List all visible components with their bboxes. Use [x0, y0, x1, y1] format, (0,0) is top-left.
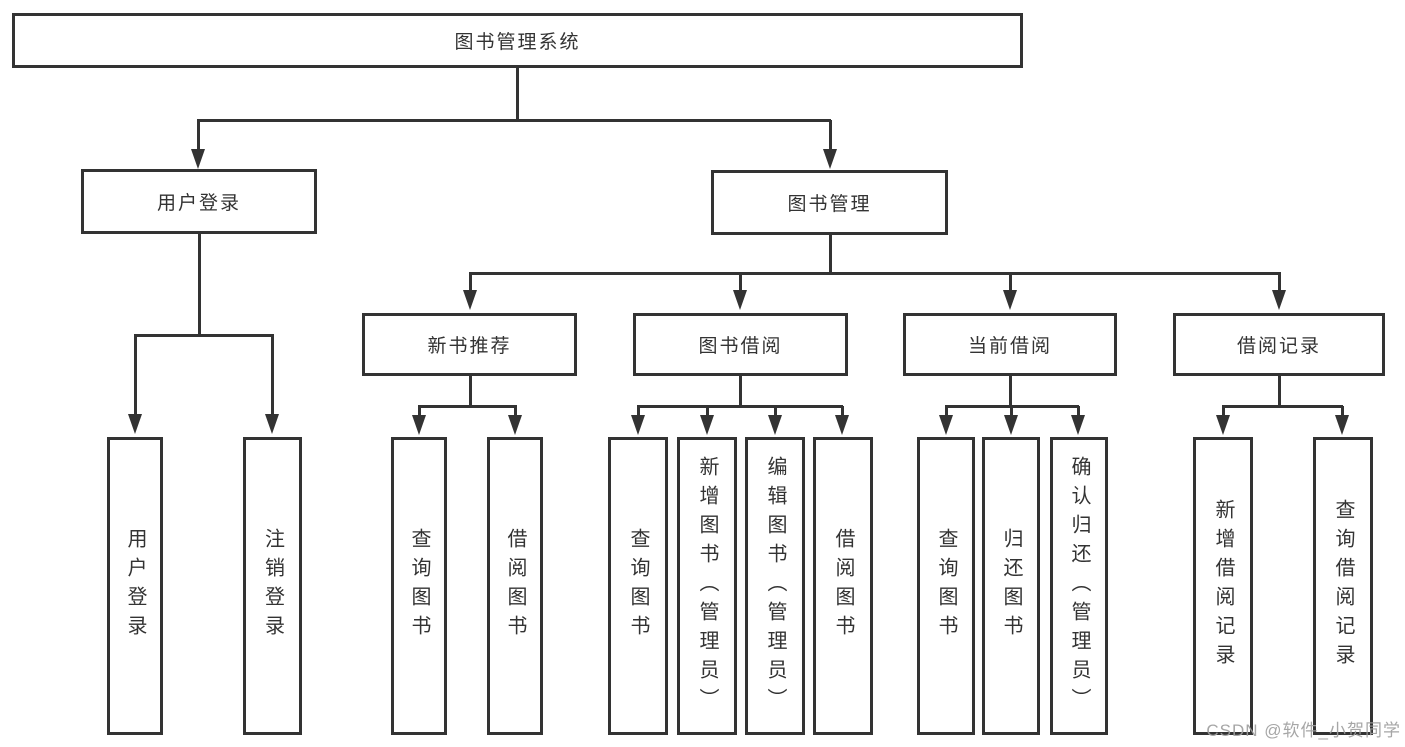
connector-record-bar: [1222, 405, 1343, 408]
arrow-down-icon: [1272, 290, 1286, 310]
csdn-watermark: CSDN @软件_小贺同学: [1206, 721, 1401, 740]
node-current-query-book: 查询图书: [917, 437, 975, 735]
connector-arrow-stem: [841, 406, 844, 416]
connector-record-stem: [1278, 376, 1281, 408]
connector-arrow-stem: [945, 406, 948, 416]
node-return-book-label: 归还图书: [1000, 528, 1022, 644]
node-current-query-book-label: 查询图书: [935, 528, 957, 644]
node-new-book-recommend-label: 新书推荐: [427, 336, 512, 357]
node-user-login-leaf-label: 用户登录: [124, 528, 146, 644]
node-current-borrow: 当前借阅: [903, 313, 1117, 376]
connector-recommend-stem: [469, 376, 472, 408]
node-recommend-borrow-book: 借阅图书: [487, 437, 543, 735]
arrow-down-icon: [835, 415, 849, 435]
connector-arrow-stem: [1341, 406, 1344, 416]
connector-root-stem: [516, 68, 519, 121]
node-query-borrow-record: 查询借阅记录: [1313, 437, 1373, 735]
connector-user-login-stem: [198, 234, 201, 336]
node-add-book-admin: 新增图书（管理员）: [677, 437, 737, 735]
arrow-down-icon: [733, 290, 747, 310]
node-borrow-query-book: 查询图书: [608, 437, 668, 735]
node-query-borrow-record-label: 查询借阅记录: [1332, 499, 1354, 673]
node-book-borrow-label: 图书借阅: [698, 336, 783, 357]
arrow-down-icon: [1216, 415, 1230, 435]
node-add-borrow-record-label: 新增借阅记录: [1212, 499, 1234, 673]
arrow-down-icon: [939, 415, 953, 435]
connector-arrow-stem: [1009, 272, 1012, 290]
arrow-down-icon: [700, 415, 714, 435]
node-borrow-book-leaf: 借阅图书: [813, 437, 873, 735]
arrow-down-icon: [1003, 290, 1017, 310]
connector-borrow-bar: [637, 405, 843, 408]
arrow-down-icon: [823, 149, 837, 169]
connector-arrow-stem: [1077, 406, 1080, 416]
connector-arrow-stem: [514, 406, 517, 416]
node-edit-book-admin: 编辑图书（管理员）: [745, 437, 805, 735]
node-user-login-label: 用户登录: [156, 193, 241, 214]
node-root-label: 图书管理系统: [454, 32, 581, 53]
connector-arrow-stem: [1278, 272, 1281, 290]
node-edit-book-admin-label: 编辑图书（管理员）: [764, 455, 786, 717]
connector-arrow-stem: [469, 272, 472, 290]
node-borrow-record: 借阅记录: [1173, 313, 1385, 376]
node-borrow-query-book-label: 查询图书: [627, 528, 649, 644]
arrow-down-icon: [412, 415, 426, 435]
connector-borrow-stem: [739, 376, 742, 408]
connector-arrow-stem: [271, 335, 274, 415]
arrow-down-icon: [1335, 415, 1349, 435]
node-new-book-recommend: 新书推荐: [362, 313, 577, 376]
node-logout-leaf: 注销登录: [243, 437, 302, 735]
connector-book-mgmt-stem: [829, 235, 832, 274]
connector-arrow-stem: [774, 406, 777, 416]
connector-current-stem: [1009, 376, 1012, 408]
node-return-book: 归还图书: [982, 437, 1040, 735]
node-book-borrow: 图书借阅: [633, 313, 848, 376]
arrow-down-icon: [265, 414, 279, 434]
connector-arrow-stem: [1222, 406, 1225, 416]
connector-arrow-stem: [134, 335, 137, 415]
arrow-down-icon: [463, 290, 477, 310]
connector-arrow-stem: [706, 406, 709, 416]
node-confirm-return-admin: 确认归还（管理员）: [1050, 437, 1108, 735]
node-recommend-query-book-label: 查询图书: [408, 528, 430, 644]
connector-user-login-bar: [134, 334, 274, 337]
arrow-down-icon: [631, 415, 645, 435]
connector-root-bar: [197, 119, 831, 122]
connector-arrow-stem: [1010, 406, 1013, 416]
node-borrow-record-label: 借阅记录: [1236, 336, 1321, 357]
node-logout-leaf-label: 注销登录: [261, 528, 284, 644]
connector-book-mgmt-bar: [469, 272, 1281, 275]
node-recommend-query-book: 查询图书: [391, 437, 447, 735]
arrow-down-icon: [508, 415, 522, 435]
connector-arrow-user-login-stem: [197, 120, 200, 150]
node-book-management: 图书管理: [711, 170, 948, 235]
node-borrow-book-leaf-label: 借阅图书: [832, 528, 854, 644]
node-add-book-admin-label: 新增图书（管理员）: [696, 455, 718, 717]
arrow-down-icon: [1071, 415, 1085, 435]
connector-arrow-stem: [418, 406, 421, 416]
arrow-down-icon: [768, 415, 782, 435]
node-recommend-borrow-book-label: 借阅图书: [504, 528, 526, 644]
node-book-management-label: 图书管理: [787, 194, 872, 215]
connector-arrow-book-mgmt-stem: [829, 120, 832, 150]
connector-arrow-stem: [637, 406, 640, 416]
node-root: 图书管理系统: [12, 13, 1023, 68]
connector-arrow-stem: [739, 272, 742, 290]
node-user-login: 用户登录: [81, 169, 317, 234]
node-current-borrow-label: 当前借阅: [967, 336, 1052, 357]
node-user-login-leaf: 用户登录: [107, 437, 163, 735]
node-confirm-return-admin-label: 确认归还（管理员）: [1068, 455, 1090, 717]
arrow-down-icon: [128, 414, 142, 434]
arrow-down-icon: [1004, 415, 1018, 435]
connector-recommend-bar: [418, 405, 517, 408]
node-add-borrow-record: 新增借阅记录: [1193, 437, 1253, 735]
arrow-down-icon: [191, 149, 205, 169]
